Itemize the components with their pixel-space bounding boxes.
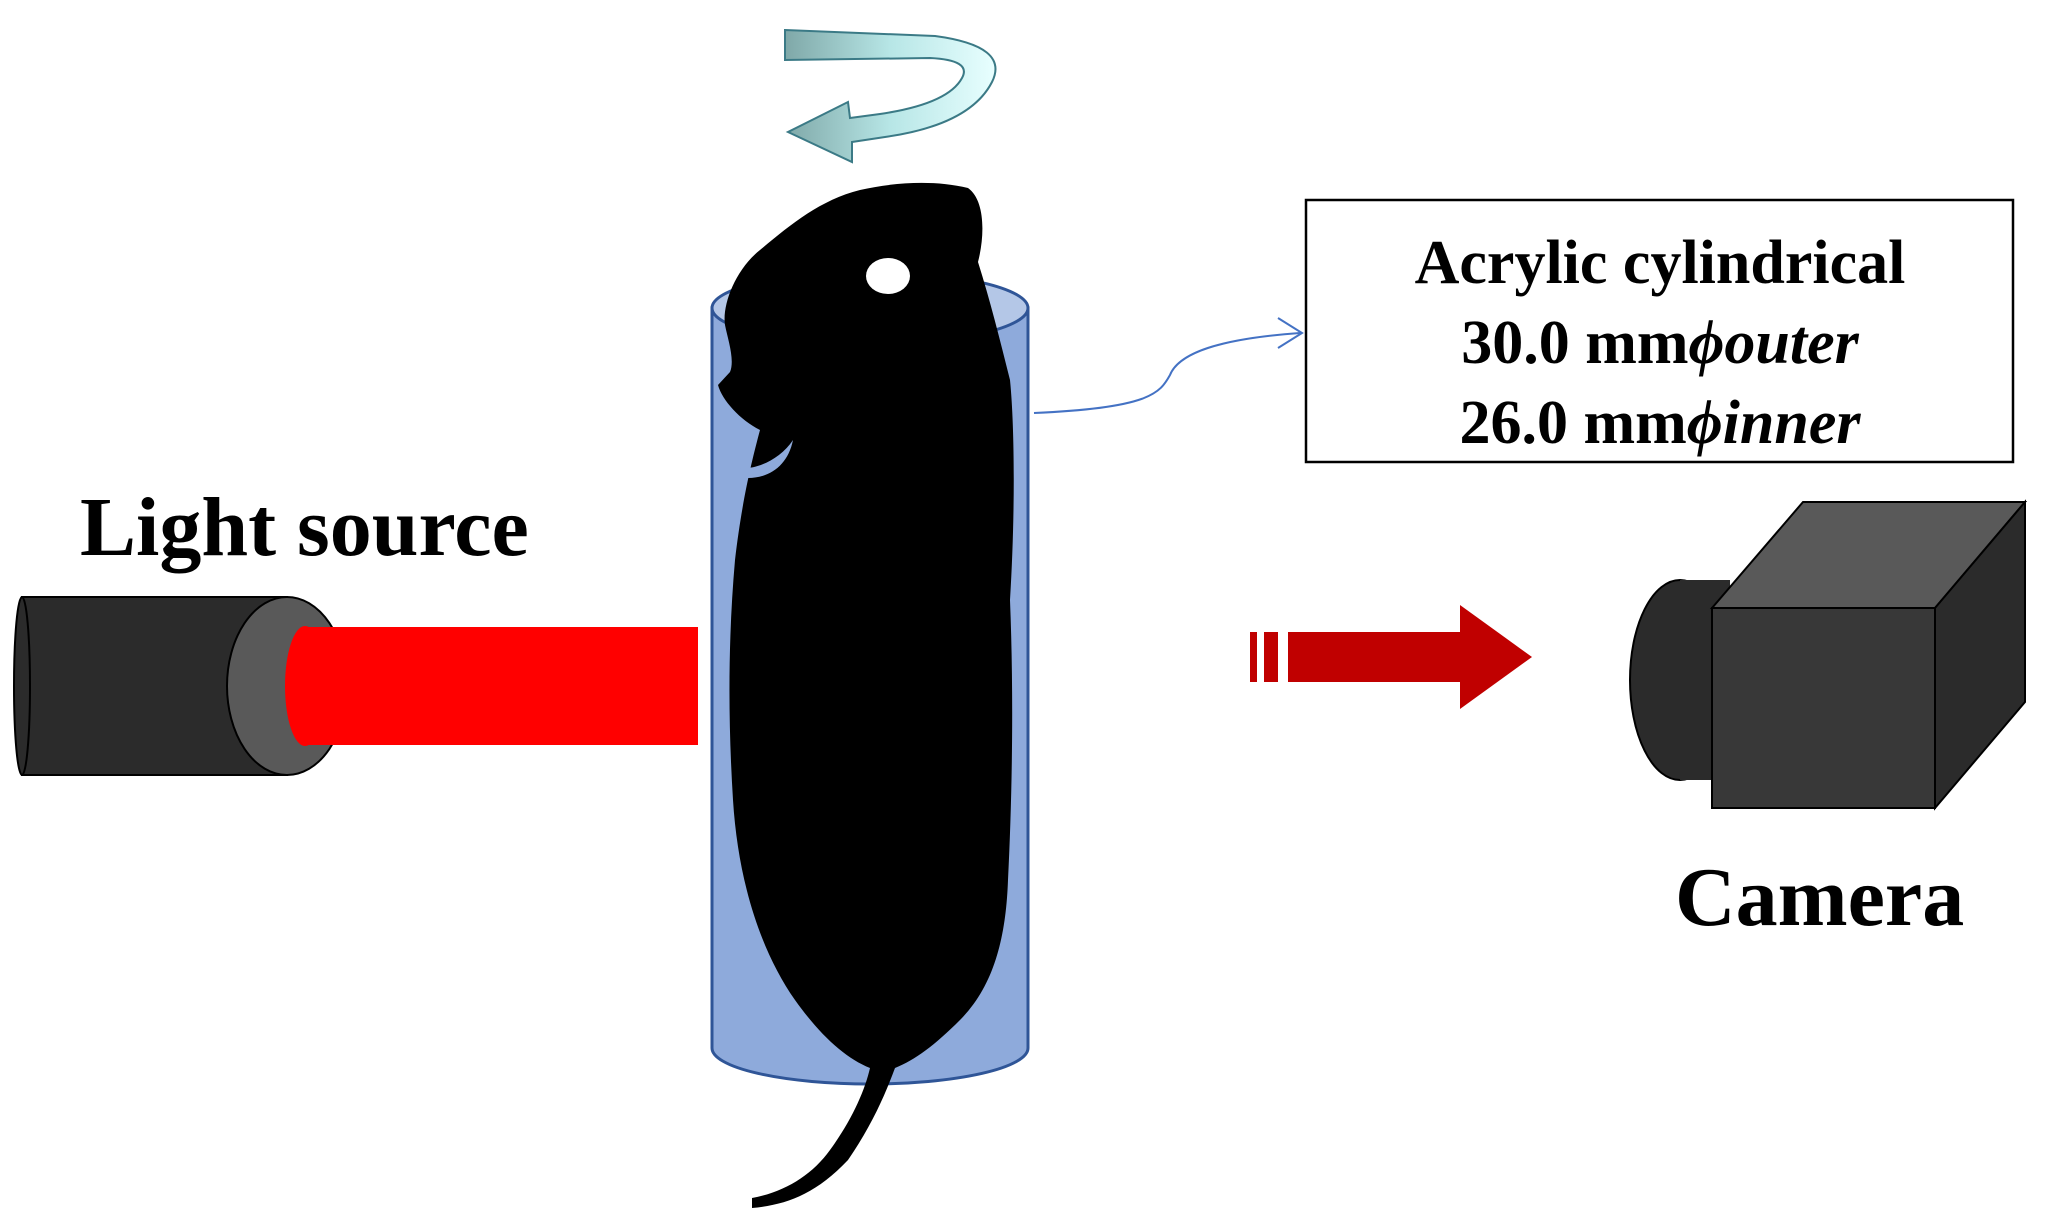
camera-label: Camera — [1675, 851, 1964, 944]
diameter-symbol: ϕ — [1687, 389, 1723, 457]
outer-diameter-value: 30.0 mm — [1461, 309, 1688, 377]
light-source-device — [13, 596, 348, 776]
inner-label: inner — [1723, 389, 1862, 457]
mouse-silhouette-icon — [718, 182, 1014, 1208]
light-source-label: Light source — [80, 481, 529, 574]
diameter-symbol: ϕ — [1689, 309, 1725, 377]
annotation-line-2: 30.0 mmϕouter — [1461, 309, 1859, 377]
outer-label: outer — [1724, 309, 1859, 377]
laser-beam — [303, 627, 698, 745]
camera-device — [1629, 499, 2028, 811]
annotation-line-3: 26.0 mmϕinner — [1459, 389, 1861, 457]
inner-diameter-value: 26.0 mm — [1459, 389, 1686, 457]
leader-line — [1033, 317, 1304, 414]
annotation-box: Acrylic cylindrical 30.0 mmϕouter 26.0 m… — [1304, 198, 2015, 464]
transmitted-light-arrow — [1250, 605, 1532, 709]
rotation-arrow-icon — [784, 28, 997, 164]
annotation-line-1: Acrylic cylindrical — [1415, 229, 1906, 297]
